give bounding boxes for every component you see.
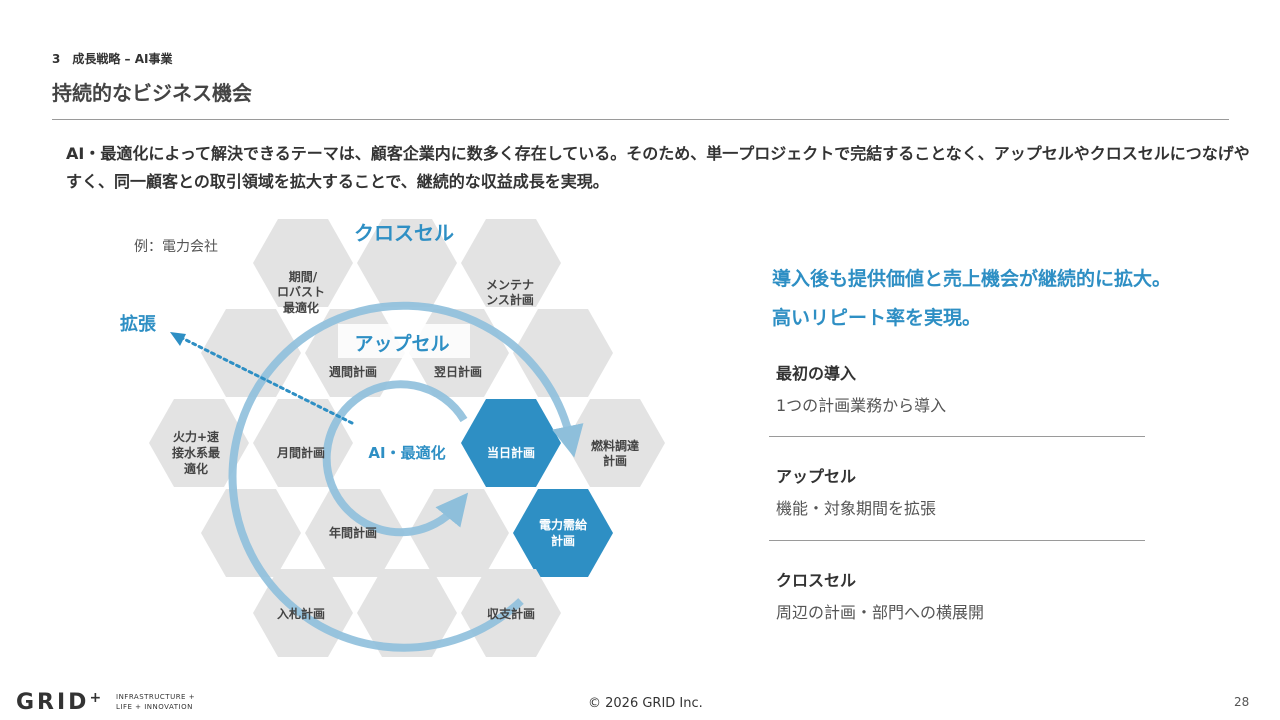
section-label: 3 成長戦略 – AI事業 [52,50,172,67]
headline-line-1: 導入後も提供価値と売上機会が継続的に拡大。 [772,268,1172,290]
page-title: 持続的なビジネス機会 [52,81,252,105]
expand-arrowhead [170,332,186,346]
cell-label-balance: 収支計画 [487,606,535,621]
hex-cell-fire [149,399,249,487]
hex-cell-fuel [565,399,665,487]
cell-label-robust-1: 期間/ [289,269,318,284]
item-crosssell-desc: 周辺の計画・部門への横展開 [776,603,985,622]
cell-label-robust-2: ロバスト [277,285,325,299]
hex-cell-lower-left-blank [201,489,301,577]
company-logo: GRID+ INFRASTRUCTURE + LIFE + INNOVATION [16,690,195,715]
page-number: 28 [1234,695,1250,709]
item-upsell-title: アップセル [776,467,857,486]
logo-tagline-line-1: INFRASTRUCTURE + [116,693,196,701]
cell-label-power-1: 電力需給 [539,517,588,532]
cell-label-fuel-1: 燃料調達 [591,438,639,453]
cell-label-fuel-2: 計画 [603,453,627,468]
expand-dotted-arrow [180,336,354,425]
cell-label-nextday: 翌日計画 [434,364,482,379]
hex-cell-yearly [305,489,405,577]
lead-paragraph: AI・最適化によって解決できるテーマは、顧客企業内に数多く存在している。そのため… [66,144,1250,191]
headline-line-2: 高いリピート率を実現。 [772,307,982,329]
cell-labels: 期間/ ロバスト 最適化 メンテナ ンス計画 週間計画 翌日計画 月間計画 燃料… [172,269,639,621]
example-label: 例：電力会社 [134,239,218,255]
section-number: 3 [52,52,61,66]
cross-sell-arrow [228,301,584,652]
cross-sell-label: クロスセル [354,221,454,245]
item-divider-1 [769,436,1145,437]
center-label: AI・最適化 [368,444,445,462]
cell-label-fire-3: 適化 [184,461,208,476]
hex-cell-upper-left-blank [201,309,301,397]
hex-cell-center [357,399,457,487]
up-sell-label: アップセル [354,332,449,355]
cell-label-maint-1: メンテナ [486,278,534,292]
hex-cell-sameday [461,399,561,487]
cell-label-sameday: 当日計画 [487,445,535,460]
up-sell-label-background [338,324,470,358]
cell-label-fire-2: 接水系最 [172,445,221,460]
hex-cell-power [513,489,613,577]
item-divider-2 [769,540,1145,541]
highlight-cell-labels: 当日計画 電力需給 計画 [487,445,588,548]
cell-label-bid: 入札計画 [277,606,325,621]
cell-label-fire-1: 火力+速 [173,429,219,444]
cell-label-yearly: 年間計画 [329,525,377,540]
item-crosssell-title: クロスセル [776,571,857,590]
cell-label-weekly: 週間計画 [329,364,377,379]
up-sell-arrow [322,380,469,537]
logo-wordmark: GRID [16,690,90,715]
copyright: © 2026 GRID Inc. [588,696,703,711]
logo-tagline-line-2: LIFE + INNOVATION [116,703,193,711]
hex-cell-bottom-blank [357,569,457,657]
cell-label-robust-3: 最適化 [283,300,319,315]
hex-cell-robust [253,219,353,307]
expand-label: 拡張 [120,313,157,335]
item-first-title: 最初の導入 [776,364,857,383]
hex-cell-lower-center-blank [409,489,509,577]
hex-cell-upper-right-blank [513,309,613,397]
hex-grid [149,219,665,657]
cell-label-monthly: 月間計画 [276,445,325,460]
section-name: 成長戦略 – AI事業 [72,52,173,66]
cell-label-power-2: 計画 [551,533,575,548]
item-first-desc: 1つの計画業務から導入 [776,396,947,415]
title-divider [52,119,1229,120]
logo-tagline: INFRASTRUCTURE + LIFE + INNOVATION [116,692,195,712]
logo-plus: + [89,690,105,706]
hex-cell-top-blank [357,219,457,307]
item-upsell-desc: 機能・対象期間を拡張 [776,499,937,518]
cell-label-maint-2: ンス計画 [486,292,534,307]
hex-cell-maintenance [461,219,561,307]
